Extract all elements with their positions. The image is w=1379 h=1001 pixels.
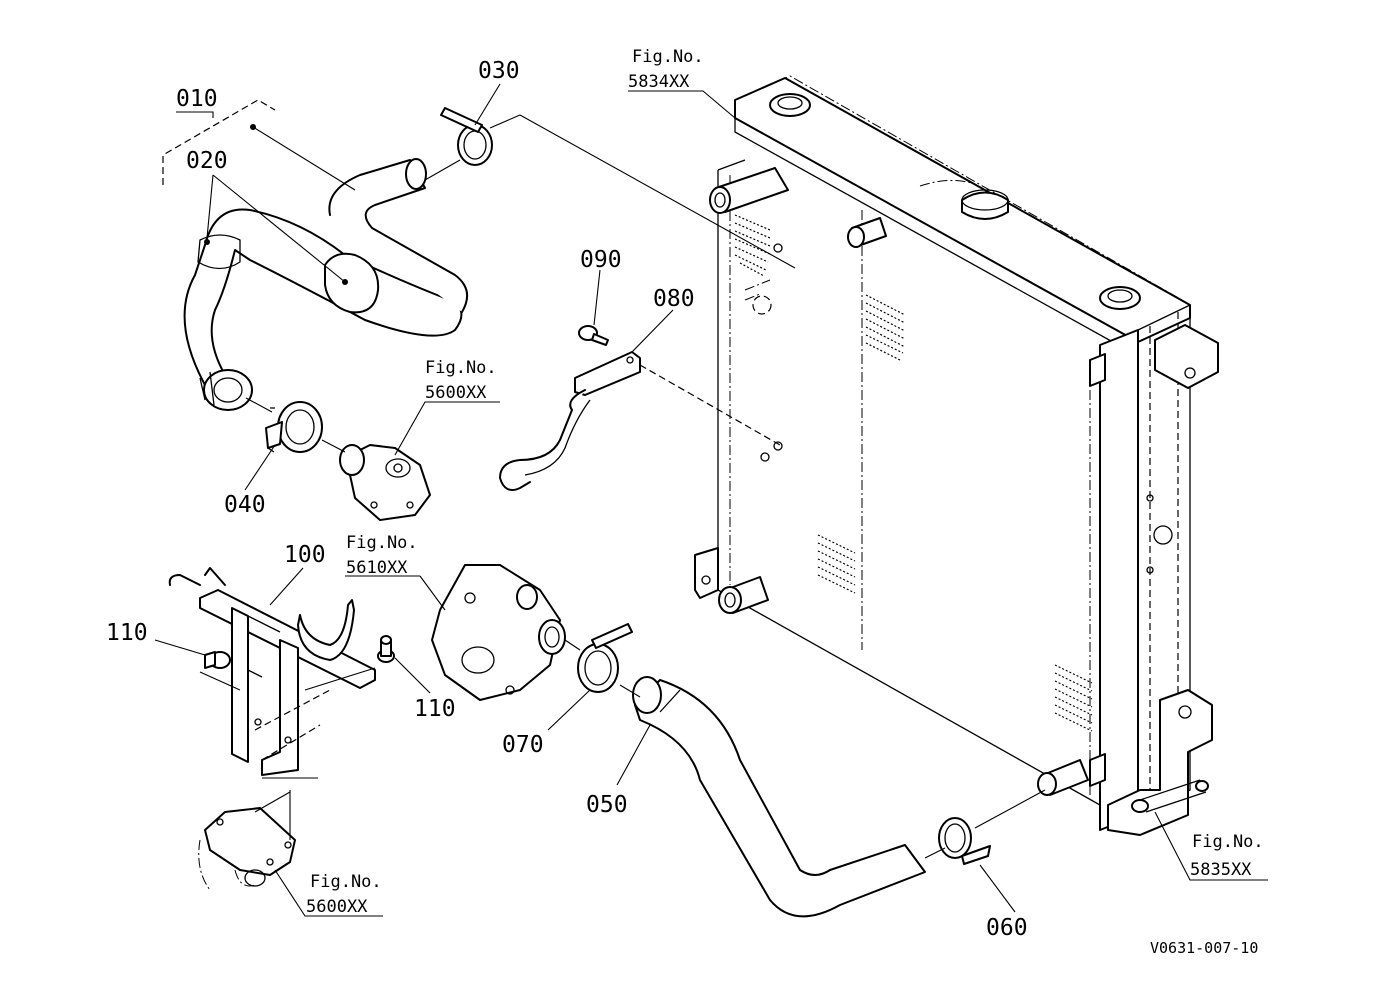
stay-100 bbox=[168, 567, 376, 776]
clamp-060 bbox=[938, 817, 991, 865]
callout-050: 050 bbox=[586, 792, 628, 818]
upper-hose-020 bbox=[183, 158, 469, 411]
water-pump-5610 bbox=[431, 564, 566, 701]
fig-label-5600-lower: Fig.No. bbox=[310, 872, 382, 892]
callout-030: 030 bbox=[478, 58, 520, 84]
clamp-040 bbox=[265, 401, 323, 453]
fig-number-5600-lower: 5600XX bbox=[306, 897, 368, 917]
radiator bbox=[694, 75, 1219, 836]
water-outlet-5600 bbox=[339, 444, 431, 521]
fig-label-5610: Fig.No. bbox=[346, 533, 418, 553]
fig-label-5835: Fig.No. bbox=[1192, 832, 1264, 852]
callout-100: 100 bbox=[284, 542, 326, 568]
callout-110-left: 110 bbox=[106, 620, 148, 646]
callout-060: 060 bbox=[986, 915, 1028, 941]
bolt-110-left bbox=[204, 651, 231, 669]
callout-020: 020 bbox=[186, 148, 228, 174]
bolt-110-right bbox=[377, 635, 395, 663]
leader-lines bbox=[154, 83, 1268, 917]
callout-110-right: 110 bbox=[414, 696, 456, 722]
bolt-090 bbox=[578, 325, 609, 346]
lower-hose-050 bbox=[632, 676, 926, 918]
fig-number-5610: 5610XX bbox=[346, 558, 408, 578]
engine-mount-5600 bbox=[198, 807, 296, 891]
fig-number-5835: 5835XX bbox=[1190, 860, 1252, 880]
fig-label-5834: Fig.No. bbox=[632, 47, 704, 67]
fig-number-5600-upper: 5600XX bbox=[425, 383, 487, 403]
callout-080: 080 bbox=[653, 286, 695, 312]
fig-number-5834: 5834XX bbox=[628, 72, 690, 92]
callout-010: 010 bbox=[176, 86, 218, 112]
callout-070: 070 bbox=[502, 732, 544, 758]
drawing-code: V0631-007-10 bbox=[1150, 939, 1258, 957]
clamp-030 bbox=[440, 107, 493, 166]
fig-label-5600-upper: Fig.No. bbox=[425, 358, 497, 378]
callout-040: 040 bbox=[224, 492, 266, 518]
clamp-070 bbox=[577, 623, 633, 693]
bracket-080 bbox=[499, 351, 641, 491]
callout-090: 090 bbox=[580, 247, 622, 273]
